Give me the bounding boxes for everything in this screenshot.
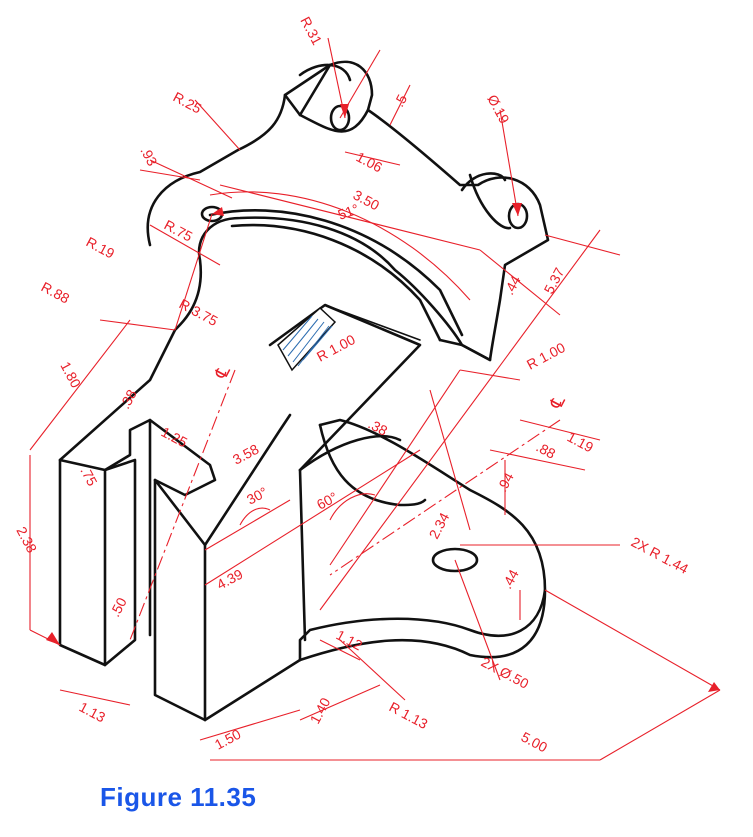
dim-r100b: R 1.00 [524, 339, 568, 373]
dim-d150: 1.50 [212, 726, 244, 753]
dim-d180: 1.80 [57, 359, 84, 391]
dim-r113: R 1.13 [387, 699, 431, 733]
dim-d50: .50 [107, 595, 130, 620]
section-hatch [277, 306, 337, 372]
technical-drawing: R.31 .5 Ø.19 R.25 .93 1.06 3.50 51° R.19… [13, 14, 721, 761]
dim-r375: R 3.75 [177, 296, 221, 330]
dim-d113: 1.13 [77, 699, 109, 726]
dim-d119: 1.19 [565, 429, 597, 456]
figure-caption: Figure 11.35 [100, 782, 257, 812]
dim-d238: 2.38 [13, 524, 40, 556]
dim-d439: 4.39 [214, 566, 246, 593]
dim-d5: .5 [391, 91, 411, 109]
dimension-labels: R.31 .5 Ø.19 R.25 .93 1.06 3.50 51° R.19… [13, 14, 691, 756]
dim-cl2: ℄ [545, 392, 569, 413]
dim-d88: .88 [534, 439, 559, 462]
dim-d106: 1.06 [354, 149, 386, 176]
dim-d94: .94 [494, 470, 517, 495]
dim-r19: R.19 [84, 234, 118, 262]
dim-r75: R.75 [162, 217, 196, 245]
dim-d500: 5.00 [519, 729, 551, 756]
dim-r31: R.31 [297, 14, 325, 48]
dim-a30: 30° [244, 484, 270, 508]
dim-d019: Ø.19 [484, 92, 512, 126]
part-outline [58, 60, 550, 722]
dim-cl1: ℄ [210, 362, 234, 383]
dim-d537: 5.37 [541, 265, 568, 297]
dim-r25: R.25 [171, 89, 205, 117]
dim-d44b: .44 [499, 567, 522, 592]
dim-d050: 2X Ø.50 [479, 654, 532, 692]
dim-a51: 51° [336, 201, 361, 223]
dim-d140: 1.40 [307, 695, 334, 727]
dim-a60: 60° [314, 489, 340, 513]
dim-d234: 2.34 [426, 510, 453, 542]
dim-r144: 2X R 1.44 [629, 534, 692, 577]
dim-d93: .93 [137, 144, 160, 169]
dim-r88: R.88 [39, 279, 73, 307]
dimension-lines [29, 37, 721, 761]
